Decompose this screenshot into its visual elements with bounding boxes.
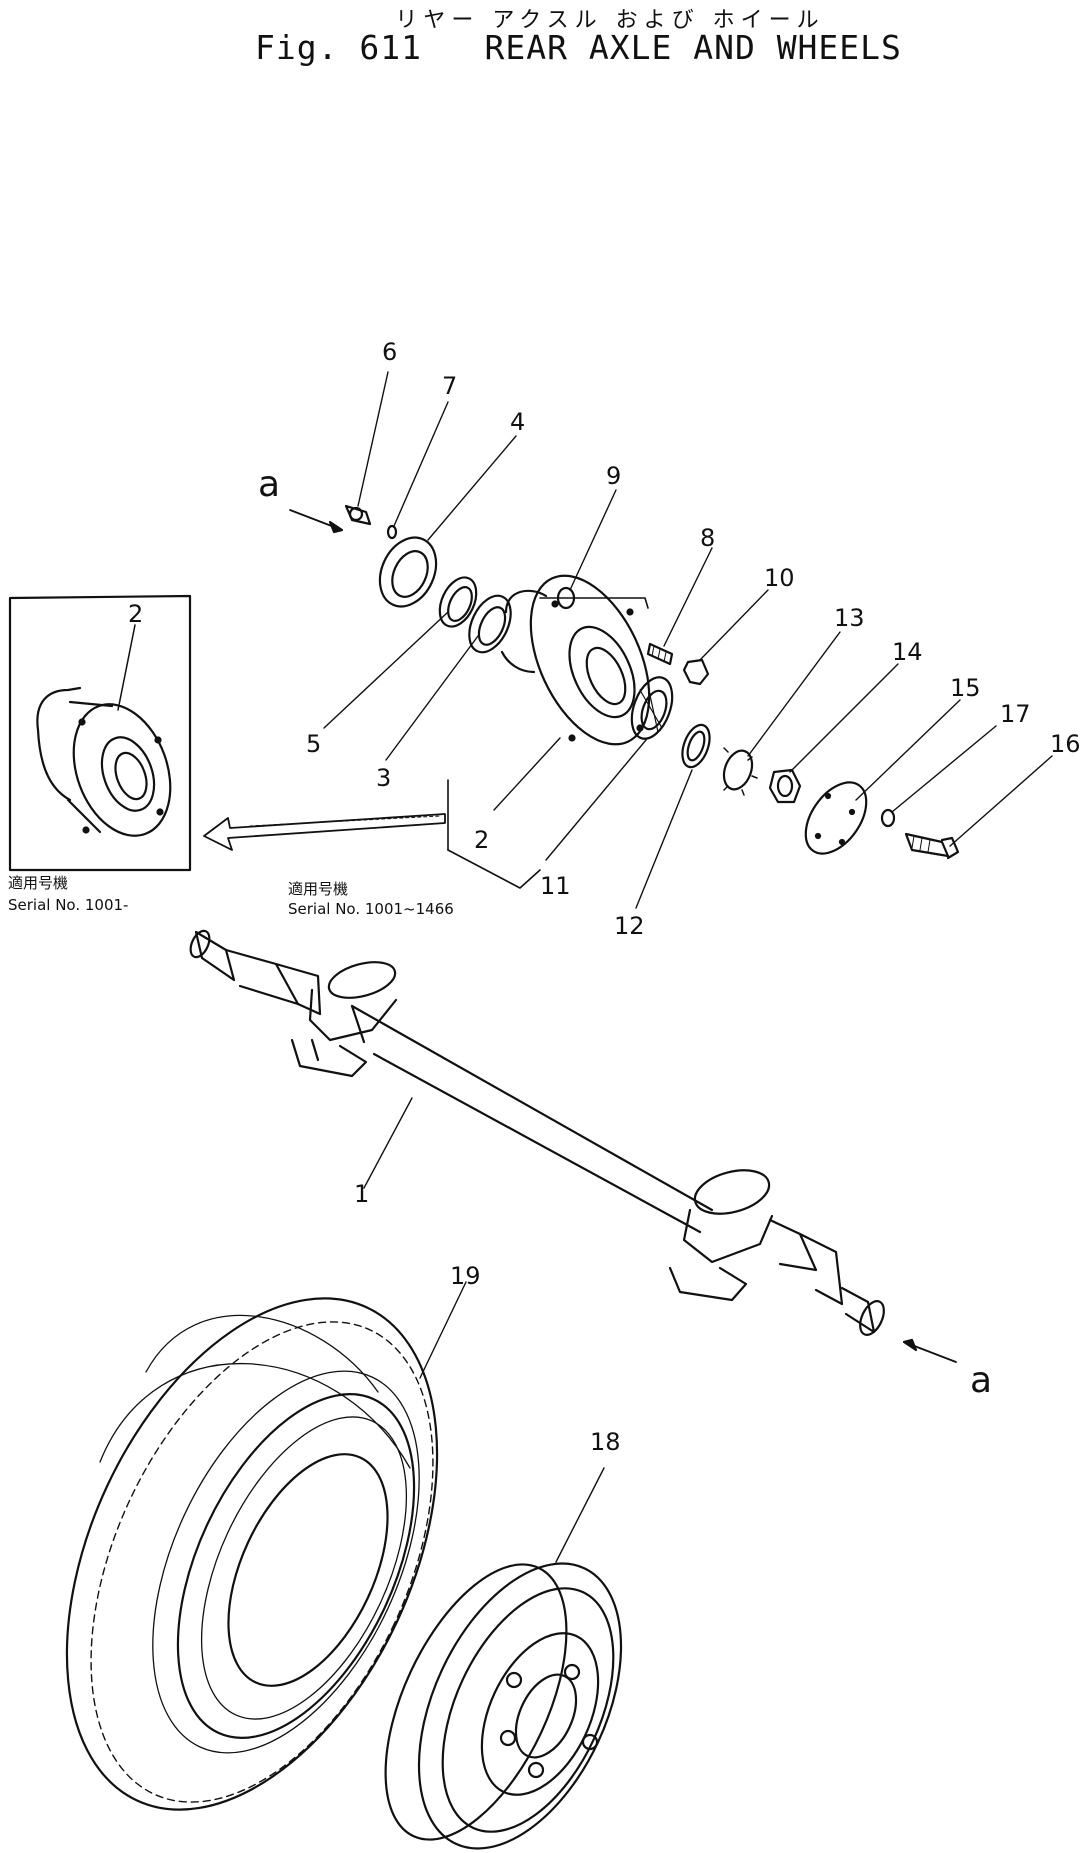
callout-18: 18 [590,1428,621,1456]
callout-3: 3 [376,764,391,792]
callout-9: 9 [606,462,621,490]
inset-callout-2: 2 [128,600,143,628]
axle-beam [189,929,957,1363]
inset-serial-number: Serial No. 1001- [8,896,128,914]
callout-4: 4 [510,408,525,436]
main-serial-label-japanese: 適用号機 [288,880,348,898]
callout-10: 10 [764,564,795,592]
callout-12: 12 [614,912,645,940]
callout-1: 1 [354,1180,369,1208]
main-serial-number: Serial No. 1001~1466 [288,900,454,918]
callout-14: 14 [892,638,923,666]
tire [65,1281,467,1811]
inset-reference-arrow [203,597,649,889]
callout-2: 2 [474,826,489,854]
callout-5: 5 [306,730,321,758]
view-marker-a-lower: a [970,1360,992,1401]
callout-15: 15 [950,674,981,702]
callout-6: 6 [382,338,397,366]
hub-exploded-assembly [289,504,960,860]
inset-label-japanese: 適用号機 [8,874,68,892]
wheel-rim [384,1467,623,1850]
callout-19: 19 [450,1262,481,1290]
callout-16: 16 [1050,730,1081,758]
callout-17: 17 [1000,700,1031,728]
callout-8: 8 [700,524,715,552]
callout-13: 13 [834,604,865,632]
callout-11: 11 [540,872,571,900]
inset-hub-panel [8,594,192,872]
callout-7: 7 [442,372,457,400]
page-title: Fig. 611 REAR AXLE AND WHEELS [255,28,902,67]
view-marker-a-upper: a [258,464,280,505]
page-title-japanese: リヤー アクスル および ホイール [395,8,825,33]
hub-leader-lines [323,371,1053,909]
